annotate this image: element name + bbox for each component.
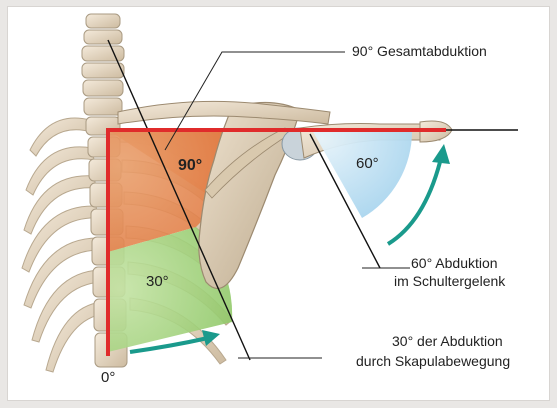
label-scapula-line2: durch Skapulabewegung <box>356 353 510 369</box>
label-shoulder-joint-line2: im Schultergelenk <box>394 273 506 289</box>
label-sector-30: 30° <box>146 273 169 290</box>
label-scapula-line1: 30° der Abduktion <box>392 333 503 349</box>
label-sector-60: 60° <box>356 155 379 172</box>
label-origin-0: 0° <box>101 369 115 386</box>
label-sector-90: 90° <box>178 157 202 174</box>
clavicle <box>118 101 330 124</box>
label-total-abduction: 90° Gesamtabduktion <box>352 43 487 59</box>
label-shoulder-joint-line1: 60° Abduktion <box>411 255 498 271</box>
sector-60-degree <box>312 130 412 218</box>
